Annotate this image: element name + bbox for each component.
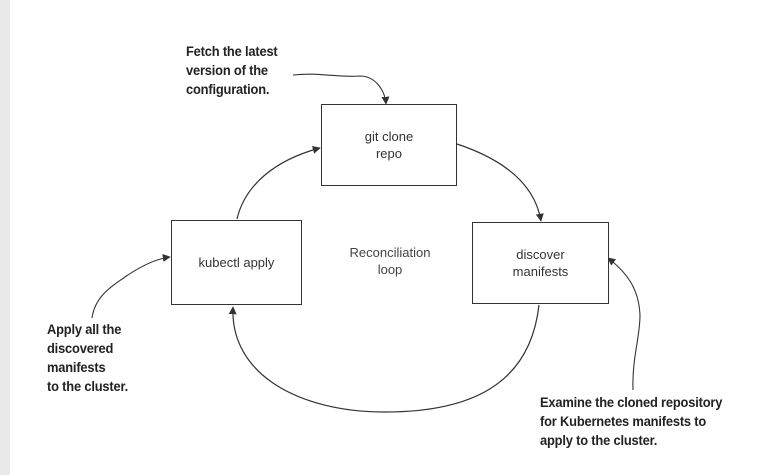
callout-apply: Apply all the discovered manifests to th… [47, 320, 128, 396]
callout-apply-line-3: manifests [47, 359, 106, 375]
git-clone-repo-box: git clone repo [321, 104, 457, 186]
callout-fetch-line-1: Fetch the latest [186, 43, 278, 59]
arrow-git-clone-to-discover [456, 143, 544, 222]
leader-fetch-callout [292, 73, 390, 105]
callout-fetch-line-3: configuration. [186, 81, 270, 97]
leader-apply-callout [91, 253, 171, 319]
git-clone-repo-label: git clone repo [364, 129, 414, 161]
left-margin-strip [0, 0, 10, 475]
reconciliation-loop-label: Reconciliation loop [349, 245, 431, 277]
discover-manifests-box: discover manifests [472, 222, 609, 304]
callout-examine-line-2: for Kubernetes manifests to [540, 413, 707, 429]
callout-apply-line-4: to the cluster. [47, 378, 128, 394]
callout-fetch: Fetch the latest version of the configur… [186, 42, 278, 99]
callout-examine: Examine the cloned repository for Kubern… [540, 393, 722, 450]
callout-examine-line-1: Examine the cloned repository [540, 394, 723, 410]
kubectl-apply-label: kubectl apply [198, 255, 275, 270]
leader-examine-callout [607, 257, 641, 391]
arrow-discover-to-apply [228, 304, 540, 413]
callout-fetch-line-2: version of the [186, 62, 268, 78]
kubectl-apply-box: kubectl apply [171, 220, 302, 305]
callout-apply-line-1: Apply all the [47, 321, 122, 337]
callout-apply-line-2: discovered [47, 340, 114, 356]
callout-examine-line-3: apply to the cluster. [540, 432, 658, 448]
arrow-apply-to-git-clone [236, 145, 321, 220]
discover-manifests-label: discover manifests [512, 247, 569, 279]
